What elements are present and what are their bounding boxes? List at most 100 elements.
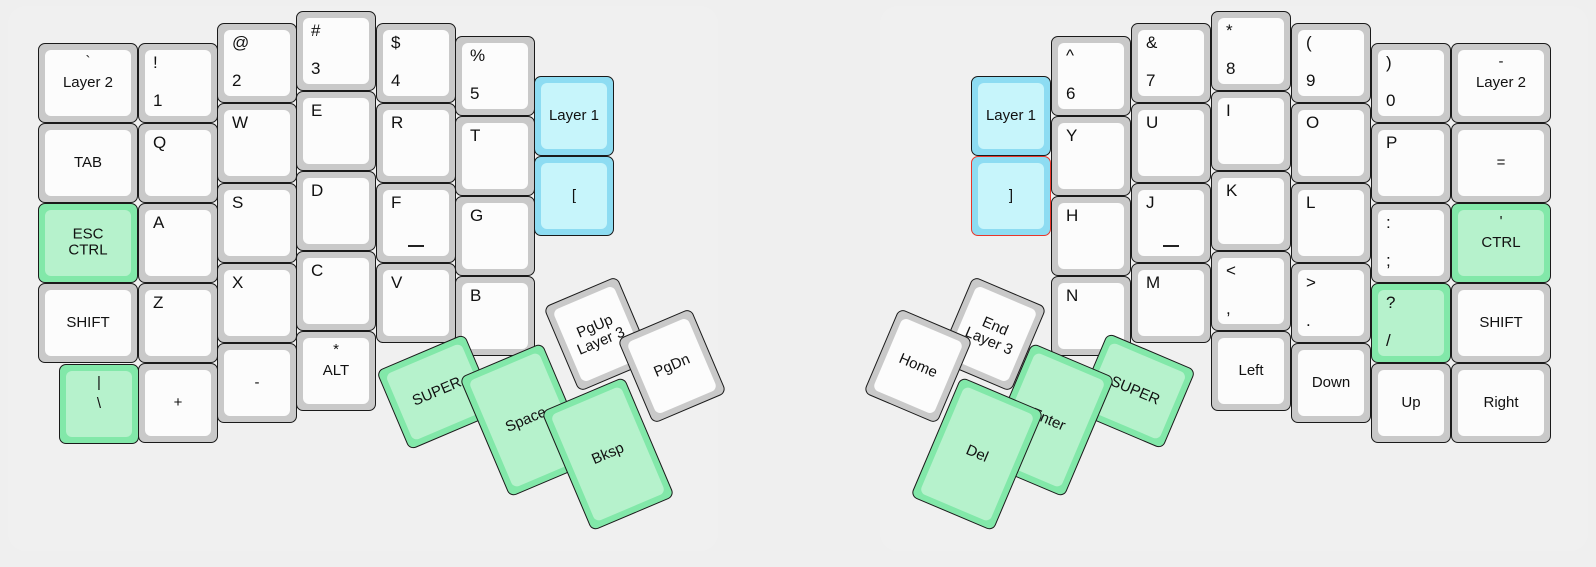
key-legend-main: Right (1483, 394, 1519, 412)
key-legend-top: ) (1386, 53, 1392, 72)
right-ring-column-key-9[interactable]: (9 (1291, 23, 1371, 103)
key-legend-main: , (1226, 299, 1231, 319)
right-pinky-column-key-up[interactable]: Up (1371, 363, 1451, 443)
left-index-inner-column-key-5[interactable]: %5 (455, 36, 535, 116)
keycap: L (1298, 190, 1364, 256)
right-pinky-outer-column-key-equal[interactable]: = (1451, 123, 1551, 203)
right-inner-extra-column-key-layer1[interactable]: Layer 1 (971, 76, 1051, 156)
key-legend-main: - (254, 374, 260, 392)
left-index-inner-column-key-b[interactable]: B (455, 276, 535, 356)
right-pinky-column-key-p[interactable]: P (1371, 123, 1451, 203)
left-pinky-outer-column-key-shift[interactable]: SHIFT (38, 283, 138, 363)
left-ring-column-key-s[interactable]: S (217, 183, 297, 263)
left-inner-extra-column-key-bracket-left[interactable]: [ (534, 156, 614, 236)
right-index-column-key-u[interactable]: U (1131, 103, 1211, 183)
right-index-column-key-j[interactable]: J (1131, 183, 1211, 263)
left-index-column-key-r[interactable]: R (376, 103, 456, 183)
keycap: *8 (1218, 18, 1284, 84)
left-ring-column-key-x[interactable]: X (217, 263, 297, 343)
left-middle-column-key-alt[interactable]: *ALT (296, 331, 376, 411)
left-pinky-column-key-1[interactable]: !1 (138, 43, 218, 123)
key-legend-main: 4 (391, 71, 401, 91)
left-pinky-outer-column-key-esc-ctrl[interactable]: ESC CTRL (38, 203, 138, 283)
keycap: B (462, 283, 528, 349)
right-index-inner-column-key-y[interactable]: Y (1051, 116, 1131, 196)
key-legend-main: Q (153, 133, 167, 152)
left-pinky-column-key-q[interactable]: Q (138, 123, 218, 203)
left-middle-column-key-3[interactable]: #3 (296, 11, 376, 91)
key-legend-top: > (1306, 273, 1316, 292)
key-legend-top: ' (1499, 213, 1503, 230)
key-legend-main: N (1066, 286, 1079, 305)
left-index-column-key-v[interactable]: V (376, 263, 456, 343)
left-ring-column-key-w[interactable]: W (217, 103, 297, 183)
right-index-column-key-m[interactable]: M (1131, 263, 1211, 343)
keycap: Layer 1 (978, 83, 1044, 149)
left-index-inner-column-key-t[interactable]: T (455, 116, 535, 196)
key-legend-main: C (311, 261, 324, 280)
left-ring-column-key-minus[interactable]: - (217, 343, 297, 423)
right-inner-extra-column-key-bracket-right[interactable]: ] (971, 156, 1051, 236)
right-index-inner-column-key-h[interactable]: H (1051, 196, 1131, 276)
left-middle-column-key-d[interactable]: D (296, 171, 376, 251)
keycap: = (1458, 130, 1544, 196)
right-pinky-column-key-0[interactable]: )0 (1371, 43, 1451, 123)
keycap: S (224, 190, 290, 256)
key-legend-top: $ (391, 33, 401, 52)
left-middle-column-key-c[interactable]: C (296, 251, 376, 331)
key-legend-main: B (470, 286, 482, 305)
right-pinky-outer-column-key-layer2-minus[interactable]: -Layer 2 (1451, 43, 1551, 123)
right-middle-column-key-left[interactable]: Left (1211, 331, 1291, 411)
left-index-inner-column-key-g[interactable]: G (455, 196, 535, 276)
key-legend-main: M (1146, 273, 1161, 292)
keycap: R (383, 110, 449, 176)
keycap: %5 (462, 43, 528, 109)
right-middle-column-key-k[interactable]: K (1211, 171, 1291, 251)
left-pinky-outer-column-key-layer2-grave[interactable]: `Layer 2 (38, 43, 138, 123)
key-legend-main: Y (1066, 126, 1078, 145)
left-pinky-outer-column-key-pipe-backslash[interactable]: |\ (59, 364, 139, 444)
left-ring-column-key-2[interactable]: @2 (217, 23, 297, 103)
keycap: + (145, 370, 211, 436)
key-legend-main: G (470, 206, 484, 225)
left-pinky-column-key-z[interactable]: Z (138, 283, 218, 363)
keycap: C (303, 258, 369, 324)
key-legend-top: * (333, 341, 339, 358)
key-legend-top: * (1226, 21, 1233, 40)
right-middle-column-key-8[interactable]: *8 (1211, 11, 1291, 91)
right-index-column-key-7[interactable]: &7 (1131, 23, 1211, 103)
left-pinky-outer-column-key-tab[interactable]: TAB (38, 123, 138, 203)
keycap: :; (1378, 210, 1444, 276)
right-middle-column-key-comma[interactable]: <, (1211, 251, 1291, 331)
keycap: $4 (383, 30, 449, 96)
keycap: `Layer 2 (45, 50, 131, 116)
right-pinky-column-key-semicolon[interactable]: :; (1371, 203, 1451, 283)
right-ring-column-key-down[interactable]: Down (1291, 343, 1371, 423)
left-inner-extra-column-key-layer1[interactable]: Layer 1 (534, 76, 614, 156)
keycap: Up (1378, 370, 1444, 436)
right-ring-column-key-l[interactable]: L (1291, 183, 1371, 263)
left-pinky-column-key-a[interactable]: A (138, 203, 218, 283)
right-ring-column-key-period[interactable]: >. (1291, 263, 1371, 343)
key-legend-main: / (1386, 331, 1391, 351)
keycap: F (383, 190, 449, 256)
right-middle-column-key-i[interactable]: I (1211, 91, 1291, 171)
key-legend-main: Layer 2 (1475, 74, 1527, 92)
left-pinky-column-key-plus[interactable]: + (138, 363, 218, 443)
right-ring-column-key-o[interactable]: O (1291, 103, 1371, 183)
key-legend-main: 7 (1146, 71, 1156, 91)
right-pinky-outer-column-key-shift[interactable]: SHIFT (1451, 283, 1551, 363)
left-middle-column-key-e[interactable]: E (296, 91, 376, 171)
key-legend-main: O (1306, 113, 1320, 132)
right-pinky-outer-column-key-right[interactable]: Right (1451, 363, 1551, 443)
keycap: ESC CTRL (45, 210, 131, 276)
key-legend-main: CTRL (1481, 234, 1521, 252)
right-pinky-column-key-slash[interactable]: ?/ (1371, 283, 1451, 363)
keycap: E (303, 98, 369, 164)
left-index-column-key-4[interactable]: $4 (376, 23, 456, 103)
left-index-column-key-f[interactable]: F (376, 183, 456, 263)
key-legend-top: ( (1306, 33, 1312, 52)
right-index-inner-column-key-6[interactable]: ^6 (1051, 36, 1131, 116)
right-pinky-outer-column-key-quote-ctrl[interactable]: ' CTRL (1451, 203, 1551, 283)
